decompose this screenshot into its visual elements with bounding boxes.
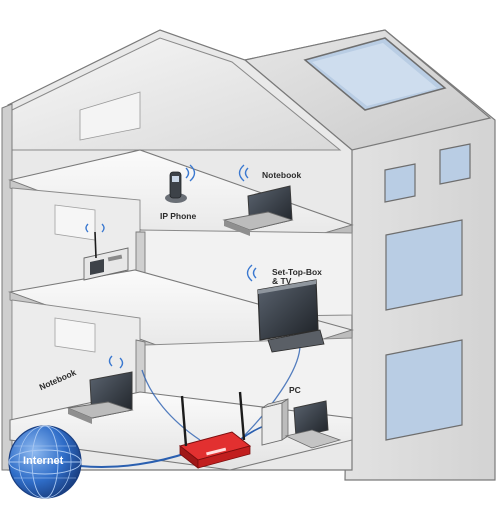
window-right-3: [385, 219, 463, 311]
notebook-upper-label: Notebook: [262, 170, 302, 180]
cable-tv: [239, 344, 301, 441]
laptop-icon-lower: [66, 371, 134, 424]
tv-icon: [257, 279, 325, 353]
router-icon: [178, 391, 252, 469]
wifi-icon: [185, 164, 196, 182]
set-top-box-label: Set-Top-Box & TV: [272, 268, 322, 286]
set-top-box-icon: [83, 231, 129, 281]
pc-icon: [261, 398, 342, 449]
set-top-box-label-line2: & TV: [272, 275, 292, 286]
laptop-icon-upper: [222, 185, 294, 236]
wifi-icon: [85, 223, 105, 233]
pc-label: PC: [289, 385, 301, 395]
set-top-box-label-line1: Set-Top-Box: [272, 267, 322, 277]
window-right-4: [385, 339, 463, 441]
wifi-icon: [246, 264, 257, 282]
wifi-icon: [108, 355, 124, 369]
cable-internet: [79, 451, 191, 469]
cable-phone: [141, 369, 201, 441]
internet-label: Internet: [23, 455, 64, 467]
window-right-1: [384, 163, 416, 203]
ip-phone-label: IP Phone: [160, 211, 197, 221]
phone-icon: [165, 171, 187, 203]
wifi-icon: [238, 164, 249, 182]
globe-icon: [8, 425, 82, 499]
house-left-wall: [1, 103, 13, 471]
window-right-2: [439, 143, 471, 185]
